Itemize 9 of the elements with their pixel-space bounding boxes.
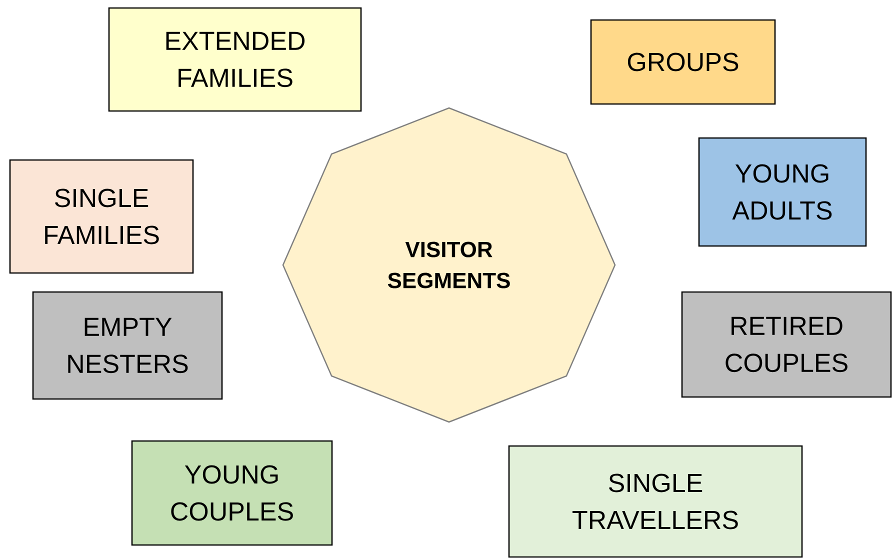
segment-box: EMPTY NESTERS	[32, 291, 223, 400]
segment-box: SINGLE FAMILIES	[9, 159, 194, 274]
segment-box: GROUPS	[590, 19, 776, 105]
segment-box: RETIRED COUPLES	[681, 291, 892, 398]
segment-box: YOUNG COUPLES	[131, 440, 333, 546]
segment-box: SINGLE TRAVELLERS	[508, 445, 803, 558]
segment-box: YOUNG ADULTS	[698, 137, 867, 247]
segment-box: EXTENDED FAMILIES	[108, 7, 362, 112]
octagon: VISITOR SEGMENTS	[282, 107, 616, 423]
